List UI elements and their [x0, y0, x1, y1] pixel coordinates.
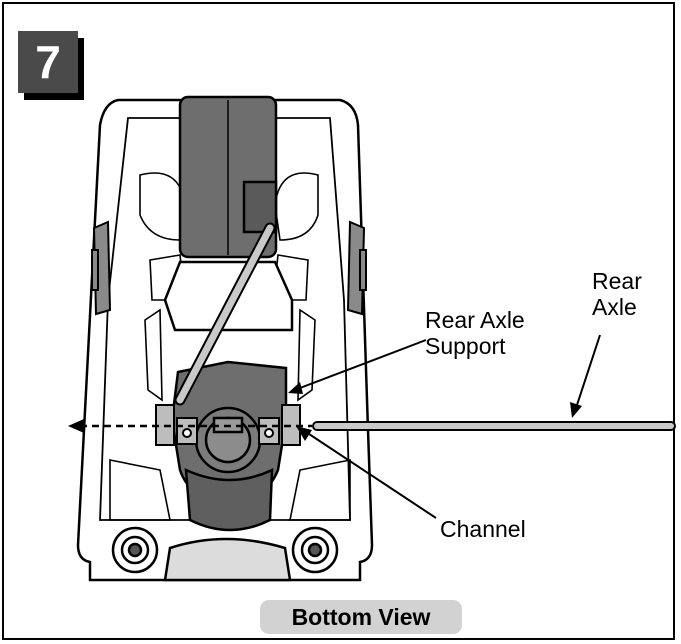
- rear-axle-support-label: Rear Axle Support: [425, 307, 525, 359]
- bottom-view-caption: Bottom View: [260, 600, 462, 634]
- rear-axle-label: Rear Axle: [592, 268, 642, 320]
- rear-axle-rod: [312, 421, 676, 431]
- channel-label: Channel: [440, 516, 526, 542]
- rear-bumper: [165, 539, 290, 580]
